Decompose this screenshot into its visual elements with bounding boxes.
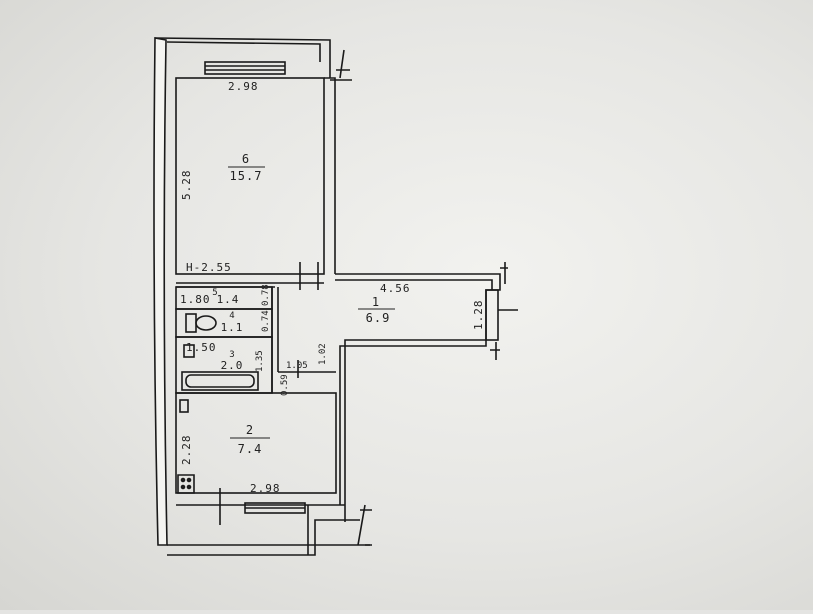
room-1-number: 1 xyxy=(372,295,380,309)
room-4-area: 1.1 xyxy=(221,321,244,334)
toilet-fixture xyxy=(185,313,217,333)
dim-room6-width: 2.98 xyxy=(228,80,259,93)
stove-fixture xyxy=(177,474,195,494)
window-top xyxy=(204,61,286,75)
window-right xyxy=(485,289,499,341)
sink-fixture xyxy=(183,344,195,358)
dim-corridor-length: 4.56 xyxy=(380,282,411,295)
dim-room6-length: 5.28 xyxy=(180,170,193,201)
dim-door-width: 1.05 xyxy=(286,361,308,371)
room-2 xyxy=(175,392,337,494)
dim-room5-width: 1.80 xyxy=(180,293,211,306)
dim-room5-depth: 0.78 xyxy=(261,284,271,306)
outer-left-wall xyxy=(153,37,168,546)
room-2-area: 7.4 xyxy=(238,442,263,456)
bathtub-fixture xyxy=(181,371,259,391)
room-5-number: 5 xyxy=(212,288,217,298)
room-3-area: 2.0 xyxy=(221,359,244,372)
dim-room3-depth: 1.35 xyxy=(255,350,265,372)
dim-room2-width: 2.98 xyxy=(250,482,281,495)
room-4-number: 4 xyxy=(229,311,234,321)
break-mark-top xyxy=(330,49,352,81)
room-6-number: 6 xyxy=(242,152,250,166)
dim-corridor-width: 1.02 xyxy=(318,343,328,365)
bottom-wall xyxy=(167,504,370,556)
dim-ceiling-height: H-2.55 xyxy=(186,261,232,274)
dim-room3-width: 1.50 xyxy=(186,341,217,354)
top-wall xyxy=(154,37,331,78)
break-mark-bottom xyxy=(344,504,372,546)
break-mark-right xyxy=(490,262,518,360)
room-1-area: 6.9 xyxy=(366,311,391,325)
room-2-number: 2 xyxy=(246,423,254,437)
dim-room4-depth: 0.74 xyxy=(261,310,271,332)
dim-corridor-end-width: 1.28 xyxy=(472,300,485,331)
room-5-area: 1.4 xyxy=(217,293,240,306)
room-6-area: 15.7 xyxy=(230,169,263,183)
dim-room2-length: 2.28 xyxy=(180,435,193,466)
dim-door-gap: 0.59 xyxy=(280,374,290,396)
room-3-number: 3 xyxy=(229,350,234,360)
room-6 xyxy=(175,77,325,275)
